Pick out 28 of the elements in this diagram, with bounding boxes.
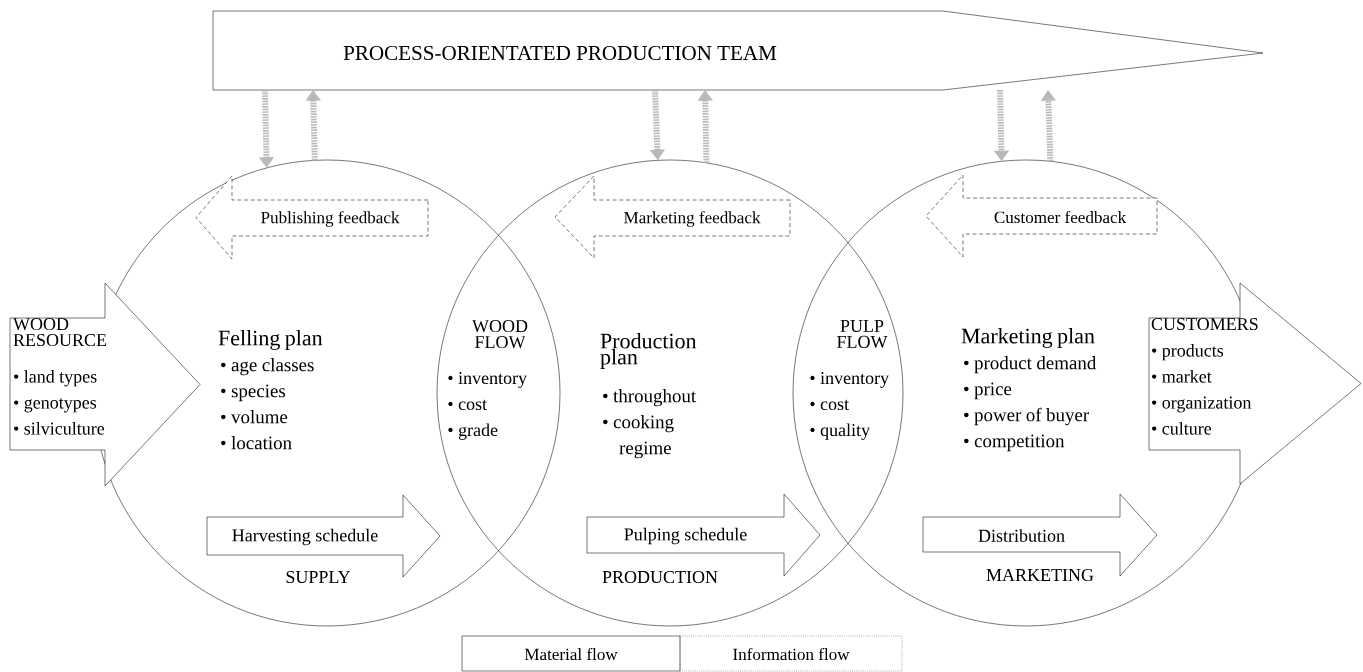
list-heading: CUSTOMERS [1151, 318, 1258, 331]
node-label: • product demand [964, 356, 1097, 374]
plan-heading: Marketing plan [961, 328, 1095, 348]
node-label: • organization [1152, 396, 1252, 413]
node-label: • power of buyer [964, 407, 1089, 426]
node-label: • culture [1152, 422, 1212, 435]
legend-cell: Material flow [461, 635, 681, 672]
node-label: • species [221, 384, 286, 402]
node-label: • market [1152, 370, 1212, 383]
bullet-list: • product demand • price • power of buyer • competition [964, 356, 1097, 452]
plan-heading: Felling plan [218, 330, 323, 350]
bullet-list: • throughout • cooking regime [603, 389, 697, 459]
bullet-list: • land types • genotypes • silviculture [14, 370, 105, 435]
node-label: • age classes [221, 358, 314, 376]
bullet-list: • inventory • cost • grade [448, 372, 527, 440]
bullet-list: • age classes • species • volume • location [221, 358, 314, 450]
node-label: • location [221, 436, 292, 450]
node-label: • competition [964, 434, 1065, 452]
legend-cell: Information flow [679, 635, 903, 672]
plan-heading: Production plan [600, 333, 697, 369]
flow-heading: WOOD FLOW [472, 320, 528, 349]
node-label: • products [1152, 344, 1224, 361]
flow-heading: PULP FLOW [837, 320, 888, 349]
bullet-list: • inventory • cost • quality [810, 372, 889, 440]
bullet-list: • products • market • organization • culture [1152, 344, 1252, 435]
node-label: • price [964, 382, 1012, 400]
list-heading: WOOD RESOURCE [13, 318, 107, 347]
node-label: • volume [221, 410, 288, 424]
